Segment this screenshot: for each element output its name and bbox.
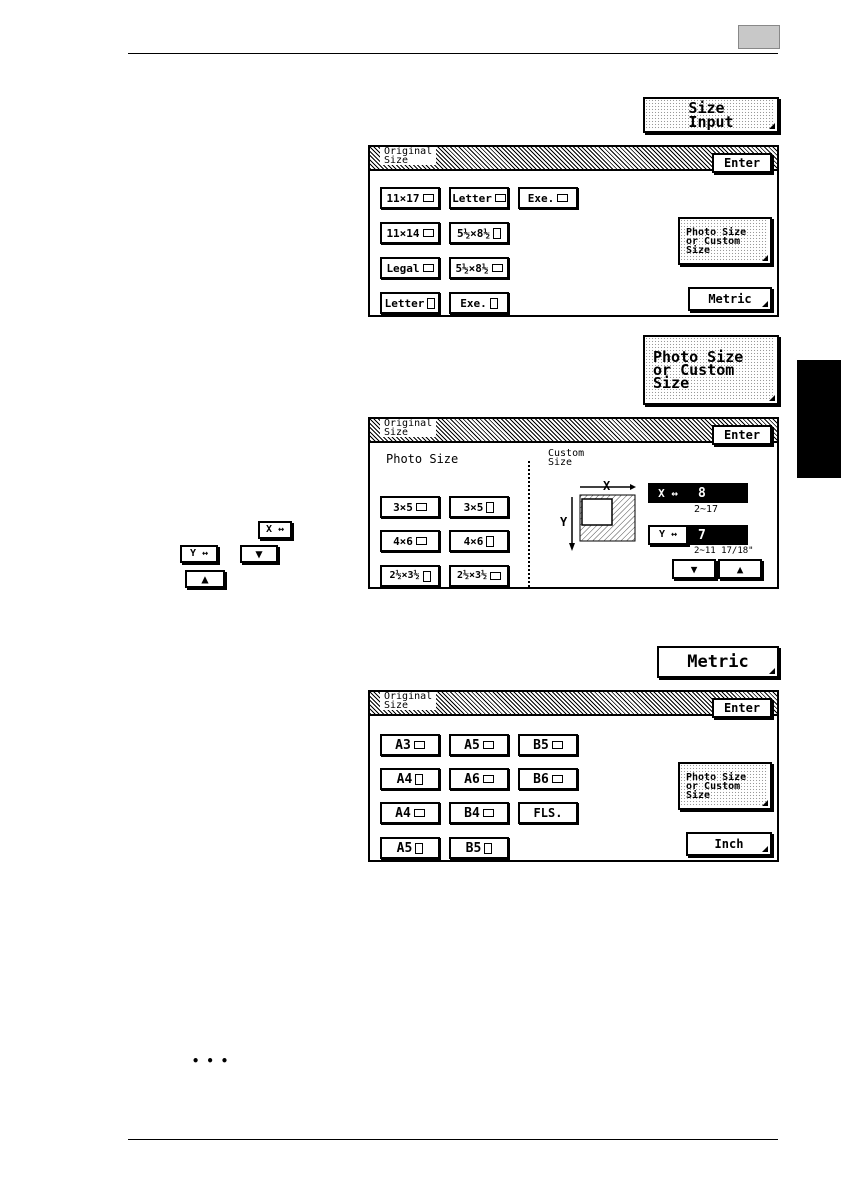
original-size-screen-inch: Original Size Enter 11×17 Letter Exe. 11… — [368, 145, 779, 317]
size-a4-landscape-button[interactable]: A4 — [380, 802, 440, 824]
original-size-screen-photo-custom: Original Size Enter Photo Size Custom Si… — [368, 417, 779, 589]
x-arrow-icon: X ↔ — [258, 521, 292, 539]
header-rule — [128, 53, 778, 54]
paper-dimension-diagram — [569, 484, 636, 551]
enter-button[interactable]: Enter — [712, 698, 772, 718]
size-5-5x8-5-portrait-button[interactable]: 5½×8½ — [449, 222, 509, 244]
size-exe-landscape-button[interactable]: Exe. — [518, 187, 578, 209]
original-size-screen-metric: Original Size Enter A3 A5 B5 A4 A6 B6 A4… — [368, 690, 779, 862]
size-a5-landscape-button[interactable]: A5 — [449, 734, 509, 756]
size-a5-portrait-button[interactable]: A5 — [380, 837, 440, 859]
increase-button[interactable]: ▲ — [718, 559, 762, 579]
screen-header: Original Size — [380, 419, 437, 438]
x-value-display: 8 — [686, 483, 748, 503]
size-letter-portrait-button[interactable]: Letter — [380, 292, 440, 314]
size-5-5x8-5-landscape-button[interactable]: 5½×8½ — [449, 257, 509, 279]
ellipsis: • • • — [192, 1054, 229, 1068]
metric-button[interactable]: Metric — [688, 287, 772, 311]
size-b5-landscape-button[interactable]: B5 — [518, 734, 578, 756]
size-a3-landscape-button[interactable]: A3 — [380, 734, 440, 756]
x-range: 2~17 — [694, 504, 719, 515]
scroll-up-icon: ▲ — [185, 570, 225, 588]
photo-2-5x3-5-portrait-button[interactable]: 2½×3½ — [380, 565, 440, 587]
size-letter-landscape-button[interactable]: Letter — [449, 187, 509, 209]
y-arrow-icon: Y ↔ — [180, 545, 218, 563]
photo-2-5x3-5-landscape-button[interactable]: 2½×3½ — [449, 565, 509, 587]
y-value-display: 7 — [686, 525, 748, 545]
custom-size-label: Custom Size — [548, 448, 585, 468]
y-axis-label: Y — [560, 515, 568, 529]
footer-rule — [128, 1139, 778, 1140]
photo-size-label: Photo Size — [386, 452, 459, 466]
metric-button[interactable]: Metric — [657, 646, 779, 678]
y-select-button[interactable]: Y ↔ — [648, 525, 688, 545]
photo-custom-size-button[interactable]: Photo Size or Custom Size — [678, 217, 772, 265]
photo-custom-size-button[interactable]: Photo Size or Custom Size — [678, 762, 772, 810]
chapter-tab-top — [738, 25, 780, 49]
photo-3x5-landscape-button[interactable]: 3×5 — [380, 496, 440, 518]
inch-button[interactable]: Inch — [686, 832, 772, 856]
screen-header: Original Size — [380, 147, 437, 166]
size-input-button[interactable]: Size Input — [643, 97, 779, 133]
size-b5-portrait-button[interactable]: B5 — [449, 837, 509, 859]
size-11x14-landscape-button[interactable]: 11×14 — [380, 222, 440, 244]
size-11x17-landscape-button[interactable]: 11×17 — [380, 187, 440, 209]
section-divider — [528, 461, 530, 587]
size-exe-portrait-button[interactable]: Exe. — [449, 292, 509, 314]
triangle-down-icon: ▼ — [690, 562, 698, 576]
screen-header: Original Size — [380, 692, 437, 711]
chapter-tab-side — [797, 360, 841, 478]
x-axis-label: X — [603, 479, 611, 493]
size-legal-landscape-button[interactable]: Legal — [380, 257, 440, 279]
enter-button[interactable]: Enter — [712, 153, 772, 173]
size-b4-landscape-button[interactable]: B4 — [449, 802, 509, 824]
size-a4-portrait-button[interactable]: A4 — [380, 768, 440, 790]
scroll-down-icon: ▼ — [240, 545, 278, 563]
size-a6-landscape-button[interactable]: A6 — [449, 768, 509, 790]
photo-3x5-portrait-button[interactable]: 3×5 — [449, 496, 509, 518]
size-fls-button[interactable]: FLS. — [518, 802, 578, 824]
photo-custom-size-button[interactable]: Photo Size or Custom Size — [643, 335, 779, 405]
decrease-button[interactable]: ▼ — [672, 559, 716, 579]
photo-4x6-portrait-button[interactable]: 4×6 — [449, 530, 509, 552]
photo-4x6-landscape-button[interactable]: 4×6 — [380, 530, 440, 552]
x-select-button[interactable]: X ↔ — [648, 483, 688, 503]
y-range: 2~11 17/18" — [694, 546, 754, 556]
size-b6-landscape-button[interactable]: B6 — [518, 768, 578, 790]
enter-button[interactable]: Enter — [712, 425, 772, 445]
triangle-up-icon: ▲ — [736, 562, 744, 576]
